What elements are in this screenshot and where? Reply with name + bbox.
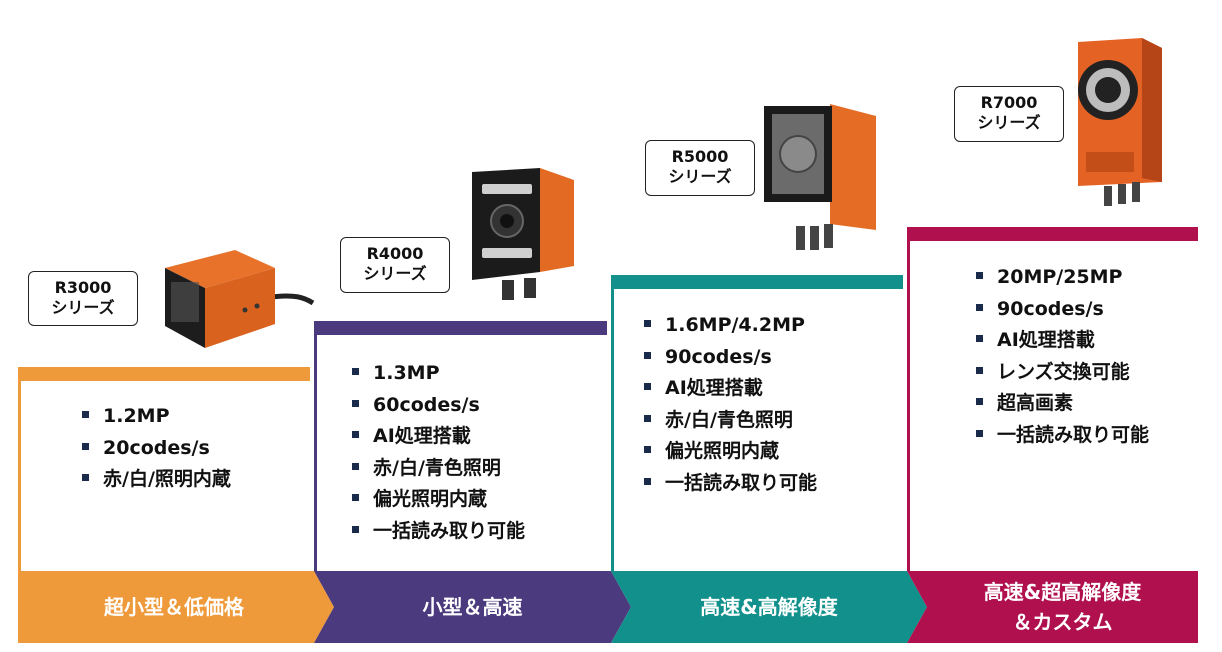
tier-r3000-top-bar <box>18 367 310 381</box>
arrow-r3000 <box>18 571 334 643</box>
feature-item: 一括読み取り可能 <box>352 516 525 548</box>
tier-r4000-top-bar <box>314 321 607 335</box>
bullet-square-icon <box>82 474 89 482</box>
feature-item: 赤/白/照明内蔵 <box>82 464 231 496</box>
bullet-square-icon <box>644 414 651 422</box>
bullet-square-icon <box>976 429 983 437</box>
bullet-square-icon <box>644 446 651 454</box>
bullet-square-icon <box>644 351 651 359</box>
bullet-square-icon <box>82 411 89 418</box>
tier-r7000-side-line <box>907 241 910 571</box>
r7000-camera-image <box>1078 38 1162 206</box>
feature-item: AI処理搭載 <box>352 421 525 453</box>
r4000-camera-image <box>472 168 574 300</box>
bullet-square-icon <box>352 431 359 439</box>
feature-item: 60codes/s <box>352 390 525 422</box>
bullet-square-icon <box>82 442 89 450</box>
feature-item: 偏光照明内蔵 <box>352 484 525 516</box>
tier-r7000-features: 20MP/25MP 90codes/s AI処理搭載 レンズ交換可能 超高画素 … <box>976 262 1149 452</box>
tier-r7000-panel <box>907 227 1198 571</box>
feature-item: 90codes/s <box>976 294 1149 326</box>
tier-r4000-side-line <box>314 335 317 571</box>
tier-r4000-panel <box>314 321 607 571</box>
arrow-r4000 <box>314 571 631 643</box>
arrow-r5000 <box>611 571 927 643</box>
feature-item: 20codes/s <box>82 433 231 465</box>
bullet-square-icon <box>352 399 359 407</box>
bullet-square-icon <box>976 366 983 374</box>
feature-item: AI処理搭載 <box>976 325 1149 357</box>
feature-item: AI処理搭載 <box>644 373 817 405</box>
tier-r5000-top-bar <box>611 275 903 289</box>
bullet-square-icon <box>352 368 359 375</box>
tier-r4000-features: 1.3MP 60codes/s AI処理搭載 赤/白/青色照明 偏光照明内蔵 一… <box>352 358 525 548</box>
bullet-square-icon <box>644 320 651 327</box>
tier-r3000-tagline: 超小型＆低価格 <box>104 595 244 619</box>
feature-item: 1.3MP <box>352 358 525 390</box>
tier-r5000-side-line <box>611 289 614 571</box>
tier-r3000-side-line <box>18 381 21 571</box>
feature-item: 赤/白/青色照明 <box>644 405 817 437</box>
feature-item: 1.6MP/4.2MP <box>644 310 817 342</box>
feature-item: 一括読み取り可能 <box>644 468 817 500</box>
bullet-square-icon <box>352 525 359 533</box>
tier-r5000-tagline: 高速&高解像度 <box>700 595 838 619</box>
tier-r3000-features: 1.2MP 20codes/s 赤/白/照明内蔵 <box>82 401 231 496</box>
feature-item: 1.2MP <box>82 401 231 433</box>
feature-item: 超高画素 <box>976 388 1149 420</box>
feature-item: 20MP/25MP <box>976 262 1149 294</box>
tier-r5000-panel <box>611 275 903 571</box>
r3000-camera-image <box>165 250 315 348</box>
bullet-square-icon <box>644 477 651 485</box>
tier-r4000-tagline: 小型＆高速 <box>422 595 523 619</box>
feature-item: 赤/白/青色照明 <box>352 453 525 485</box>
feature-item: 90codes/s <box>644 342 817 374</box>
tier-r5000-features: 1.6MP/4.2MP 90codes/s AI処理搭載 赤/白/青色照明 偏光… <box>644 310 817 500</box>
bullet-square-icon <box>976 335 983 343</box>
bullet-square-icon <box>352 462 359 470</box>
tier-r3000-panel <box>18 367 310 571</box>
r5000-camera-image <box>764 104 876 250</box>
tier-r7000-tagline: 高速&超高解像度＆カスタム <box>983 580 1142 634</box>
feature-item: 一括読み取り可能 <box>976 420 1149 452</box>
feature-item: 偏光照明内蔵 <box>644 436 817 468</box>
bullet-square-icon <box>644 383 651 391</box>
feature-item: レンズ交換可能 <box>976 357 1149 389</box>
bullet-square-icon <box>976 272 983 279</box>
tier-r7000-top-bar <box>907 227 1198 241</box>
bullet-square-icon <box>976 398 983 406</box>
bullet-square-icon <box>352 494 359 502</box>
bullet-square-icon <box>976 303 983 311</box>
arrow-r7000 <box>907 571 1198 643</box>
